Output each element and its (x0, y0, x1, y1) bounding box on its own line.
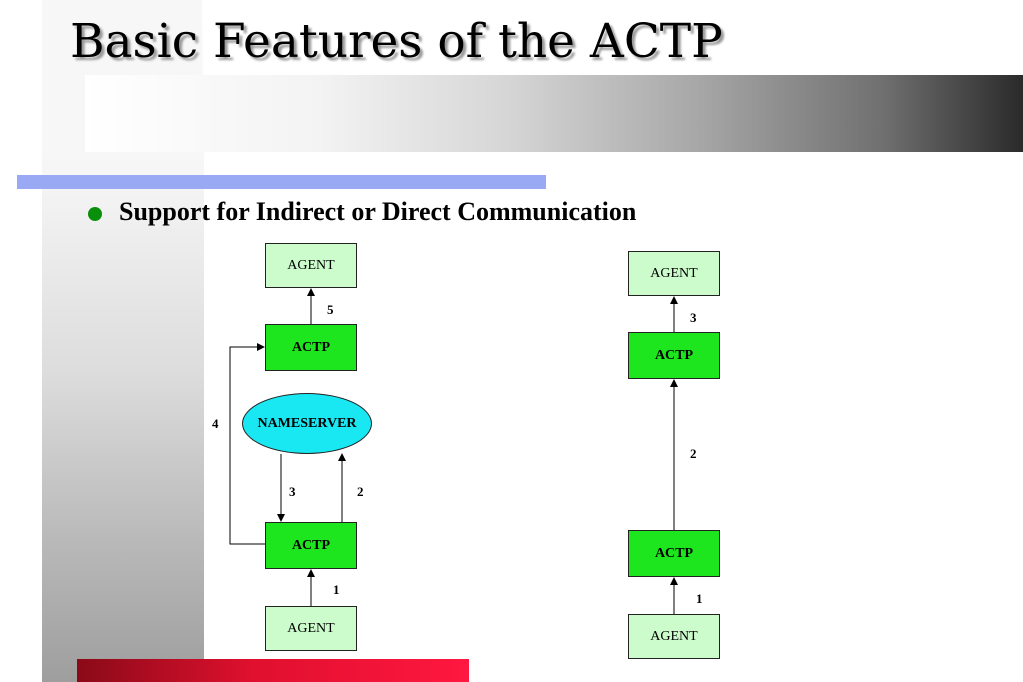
footer-red-bar (77, 659, 469, 682)
slide-title: Basic Features of the ACTP (70, 14, 723, 69)
indirect-actp-top: ACTP (265, 324, 357, 371)
indirect-actp-bottom: ACTP (265, 522, 357, 569)
direct-step-2-label: 2 (690, 446, 697, 461)
indirect-step-5-label: 5 (327, 302, 334, 317)
nameserver-node: NAMESERVER (242, 393, 372, 454)
direct-agent-top: AGENT (628, 251, 720, 296)
direct-agent-bottom: AGENT (628, 614, 720, 659)
direct-step-1-label: 1 (696, 591, 703, 606)
indirect-step-1-label: 1 (333, 582, 340, 597)
indirect-agent-top: AGENT (265, 243, 357, 288)
bullet-text: Support for Indirect or Direct Communica… (119, 197, 637, 226)
indirect-step-3-label: 3 (289, 484, 296, 499)
direct-actp-bottom: ACTP (628, 530, 720, 577)
arrow-4-left (229, 343, 265, 545)
direct-step-3-label: 3 (690, 310, 697, 325)
bullet-icon (88, 207, 102, 221)
title-underline-rule (17, 175, 546, 189)
direct-actp-top: ACTP (628, 332, 720, 379)
title-gradient-bar (85, 75, 1023, 152)
indirect-agent-bottom: AGENT (265, 606, 357, 651)
indirect-step-4-label: 4 (212, 416, 219, 431)
indirect-step-2-label: 2 (357, 484, 364, 499)
